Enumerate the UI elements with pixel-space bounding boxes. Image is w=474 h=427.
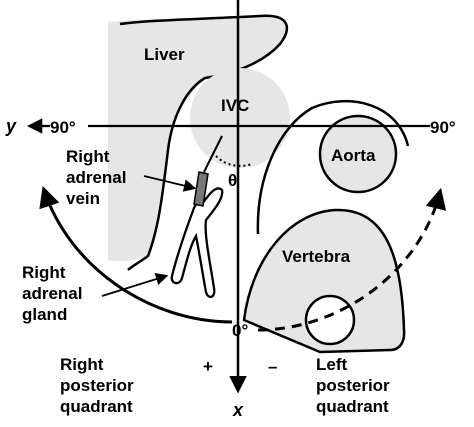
adrenal-gland-shape — [170, 187, 224, 299]
theta-label: θ — [228, 171, 237, 190]
retroperitoneal-outline — [256, 100, 410, 235]
zero-degree-label: 0° — [232, 321, 248, 340]
right-adrenal-vein-label: Right adrenal vein — [66, 147, 131, 208]
vein-pointer — [143, 175, 197, 192]
minus-sign: – — [268, 357, 277, 376]
right-posterior-quadrant-label: Right posterior quadrant — [60, 355, 138, 416]
liver-shape — [108, 15, 287, 262]
y-axis-label: y — [5, 116, 17, 136]
left-quadrant-arc — [257, 187, 447, 332]
ivc-label: IVC — [221, 96, 249, 115]
liver-label: Liver — [144, 45, 185, 64]
right-quadrant-arc — [39, 186, 233, 324]
theta-arc — [215, 155, 253, 167]
vertebra-label: Vertebra — [282, 247, 351, 266]
aorta-shape — [318, 114, 398, 194]
right-adrenal-gland-label: Right adrenal gland — [22, 263, 87, 324]
right-90-degree-label: 90° — [430, 118, 456, 137]
liver-outline — [119, 14, 289, 271]
gland-pointer — [101, 272, 169, 297]
right-adrenal-vein-shape — [193, 171, 209, 207]
x-axis-label: x — [232, 400, 244, 420]
ivc-shape — [190, 68, 290, 168]
aorta-label: Aorta — [331, 146, 376, 165]
vertebra-shape — [242, 208, 406, 354]
vein-line — [203, 135, 223, 173]
left-posterior-quadrant-label: Left posterior quadrant — [316, 355, 394, 416]
plus-sign: + — [203, 357, 213, 376]
left-90-degree-label: 90° — [50, 118, 76, 137]
